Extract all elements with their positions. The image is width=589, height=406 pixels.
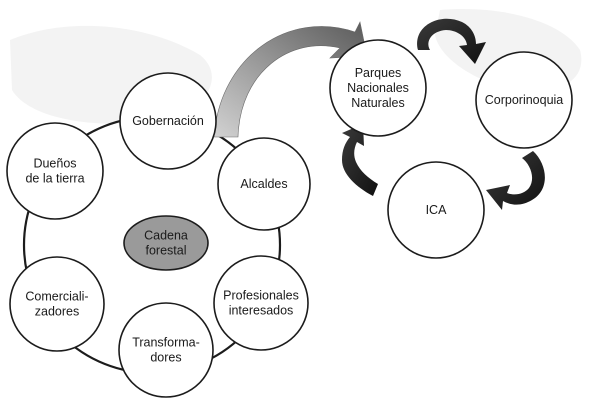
node-comercializadores-label: Comerciali-zadores [25, 290, 88, 319]
cycle-arrow-ica-parques [342, 124, 378, 196]
label-line: interesados [229, 304, 294, 318]
node-transformadores-label: Transforma-dores [132, 336, 200, 365]
label-line: Corporinoquia [485, 93, 564, 107]
label-line: zadores [35, 305, 79, 319]
node-corporinoquia-label: Corporinoquia [485, 93, 564, 107]
label-line: Cadena [144, 229, 188, 243]
node-alcaldes-label: Alcaldes [240, 177, 287, 191]
node-gobernacion: Gobernación [119, 72, 217, 170]
label-line: Gobernación [132, 114, 204, 128]
cycle-arrow-parques-corporinoquia [417, 18, 486, 65]
node-ica-label: ICA [426, 203, 448, 217]
transfer-arrow [213, 21, 368, 138]
label-line: Parques [355, 66, 402, 80]
label-line: ICA [426, 203, 448, 217]
node-ica: ICA [387, 161, 485, 259]
label-line: Comerciali- [25, 290, 88, 304]
label-line: Alcaldes [240, 177, 287, 191]
label-line: forestal [146, 244, 187, 258]
label-line: de la tierra [25, 172, 84, 186]
node-alcaldes: Alcaldes [217, 137, 311, 231]
label-line: Naturales [351, 96, 405, 110]
cycle-arrow-corporinoquia-ica [486, 151, 545, 210]
institution-cycle-arrows [342, 18, 545, 210]
node-gobernacion-label: Gobernación [132, 114, 204, 128]
node-corporinoquia: Corporinoquia [475, 51, 573, 149]
label-line: dores [150, 351, 181, 365]
node-transformadores: Transforma-dores [118, 302, 214, 398]
label-line: Transforma- [132, 336, 200, 350]
node-comercializadores: Comerciali-zadores [9, 256, 105, 352]
label-line: Dueños [33, 157, 76, 171]
label-line: Profesionales [223, 289, 299, 303]
label-line: Nacionales [347, 81, 409, 95]
